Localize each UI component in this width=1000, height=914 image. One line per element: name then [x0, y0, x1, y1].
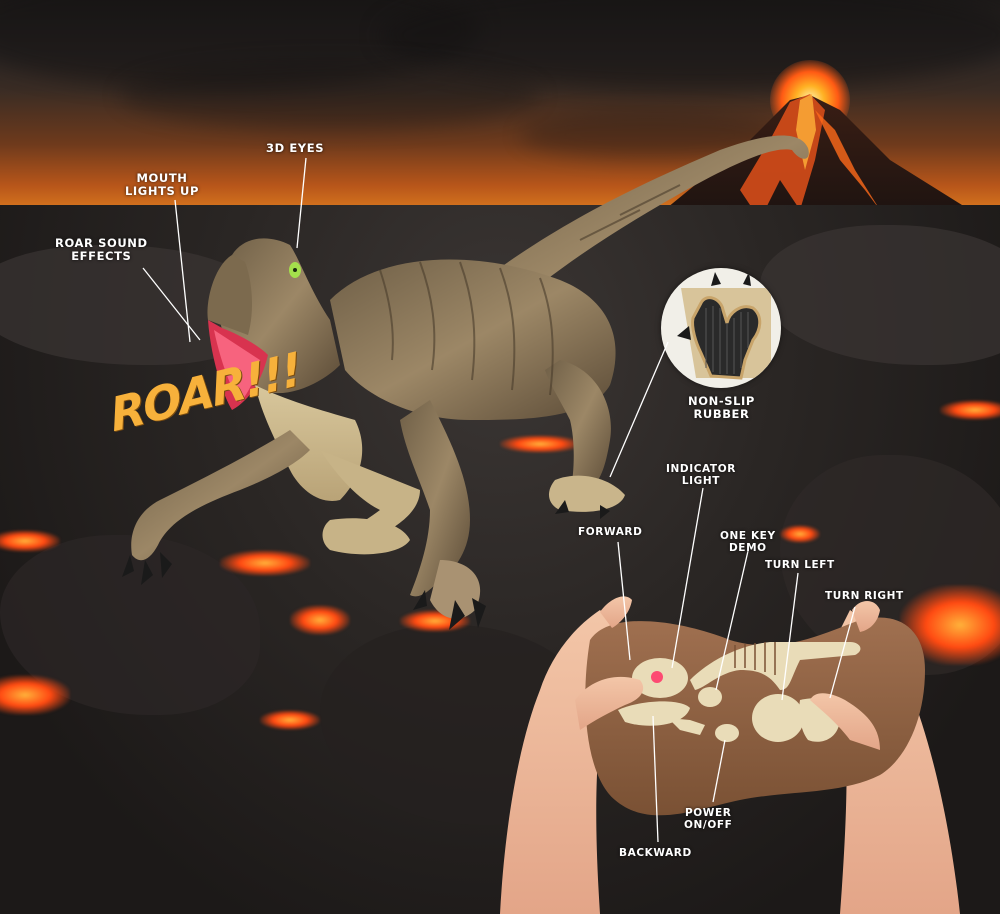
indicator-light [651, 671, 663, 683]
label-forward: FORWARD [578, 526, 643, 538]
label-turn-right: TURN RIGHT [825, 590, 904, 602]
label-3d-eyes: 3D EYES [266, 141, 325, 155]
label-mouth-lights-up: MOUTH LIGHTS UP [125, 171, 199, 198]
rubber-foot-icon [677, 272, 771, 380]
label-backward: BACKWARD [619, 847, 692, 859]
label-indicator-light: INDICATOR LIGHT [666, 463, 736, 487]
label-roar-sound-effects: ROAR SOUND EFFECTS [55, 236, 148, 263]
volcano [640, 94, 1000, 230]
label-power-on-off: POWER ON/OFF [684, 807, 733, 831]
foot-closeup [661, 268, 781, 388]
turn-left-button [752, 694, 804, 742]
power-button [715, 724, 739, 742]
label-non-slip-rubber: NON-SLIP RUBBER [688, 394, 755, 421]
one-key-demo-button [698, 687, 722, 707]
label-one-key-demo: ONE KEY DEMO [720, 530, 776, 554]
label-turn-left: TURN LEFT [765, 559, 835, 571]
